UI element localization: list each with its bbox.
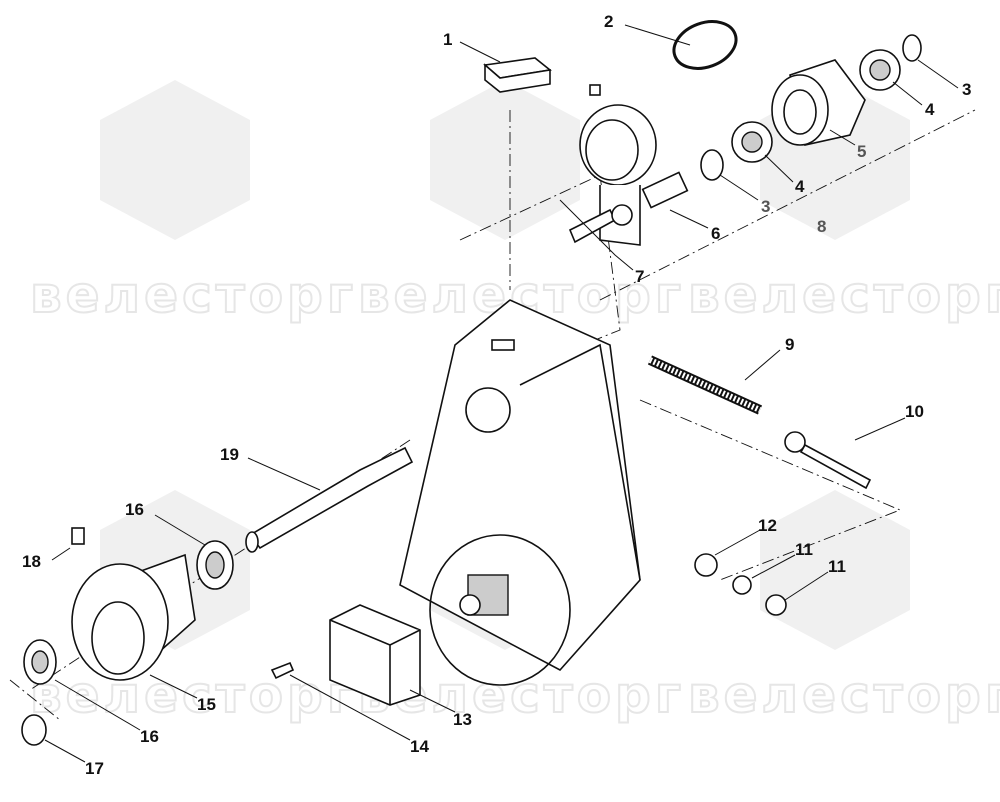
callout-15: 15 xyxy=(197,695,216,714)
callout-13: 13 xyxy=(453,710,472,729)
callout-9: 9 xyxy=(785,335,794,354)
callout-10: 10 xyxy=(905,402,924,421)
callout-18: 18 xyxy=(22,552,41,571)
callout-6: 6 xyxy=(711,224,720,243)
callout-labels: 1 2 3 4 5 4 3 8 6 7 9 10 12 11 11 19 16 … xyxy=(22,12,971,778)
callout-8: 8 xyxy=(817,217,826,236)
callout-11: 11 xyxy=(828,557,846,576)
svg-text:велесторг: велесторг xyxy=(688,266,1000,324)
part-15-hub xyxy=(71,553,196,681)
part-2-circlip xyxy=(672,20,738,70)
part-17-ring xyxy=(21,714,47,746)
callout-19: 19 xyxy=(220,445,239,464)
callout-12: 12 xyxy=(758,516,777,535)
part-6-7-housing xyxy=(568,84,689,246)
svg-text:велесторг: велесторг xyxy=(688,666,1000,724)
callout-1: 1 xyxy=(443,30,452,49)
part-11-nut xyxy=(765,594,787,616)
callout-14: 14 xyxy=(410,737,429,756)
part-16-bearing xyxy=(23,540,234,685)
callout-2: 2 xyxy=(604,12,613,31)
part-3-circlip xyxy=(700,34,922,181)
part-12-washer xyxy=(694,553,718,577)
callout-5: 5 xyxy=(857,142,866,161)
part-10-eyebolt xyxy=(784,431,872,490)
callout-3: 3 xyxy=(761,197,770,216)
main-frame xyxy=(399,299,641,686)
svg-text:велесторг: велесторг xyxy=(30,666,357,724)
svg-text:велесторг: велесторг xyxy=(30,266,357,324)
callout-16: 16 xyxy=(125,500,144,519)
callout-3: 3 xyxy=(962,80,971,99)
leader-lines xyxy=(44,24,959,763)
callout-16: 16 xyxy=(140,727,159,746)
part-1-cap xyxy=(483,57,552,93)
callout-17: 17 xyxy=(85,759,104,778)
part-5-sleeve xyxy=(771,59,866,146)
callout-4: 4 xyxy=(925,100,935,119)
callout-4: 4 xyxy=(795,177,805,196)
callout-7: 7 xyxy=(635,267,644,286)
part-9-spring xyxy=(647,355,763,415)
part-18-nipple xyxy=(71,527,85,545)
part-14-screw xyxy=(270,661,295,680)
part-11-nut xyxy=(732,575,752,595)
callout-11: 11 xyxy=(795,540,813,559)
part-4-bearing xyxy=(731,49,901,163)
part-19-shaft xyxy=(245,446,414,553)
